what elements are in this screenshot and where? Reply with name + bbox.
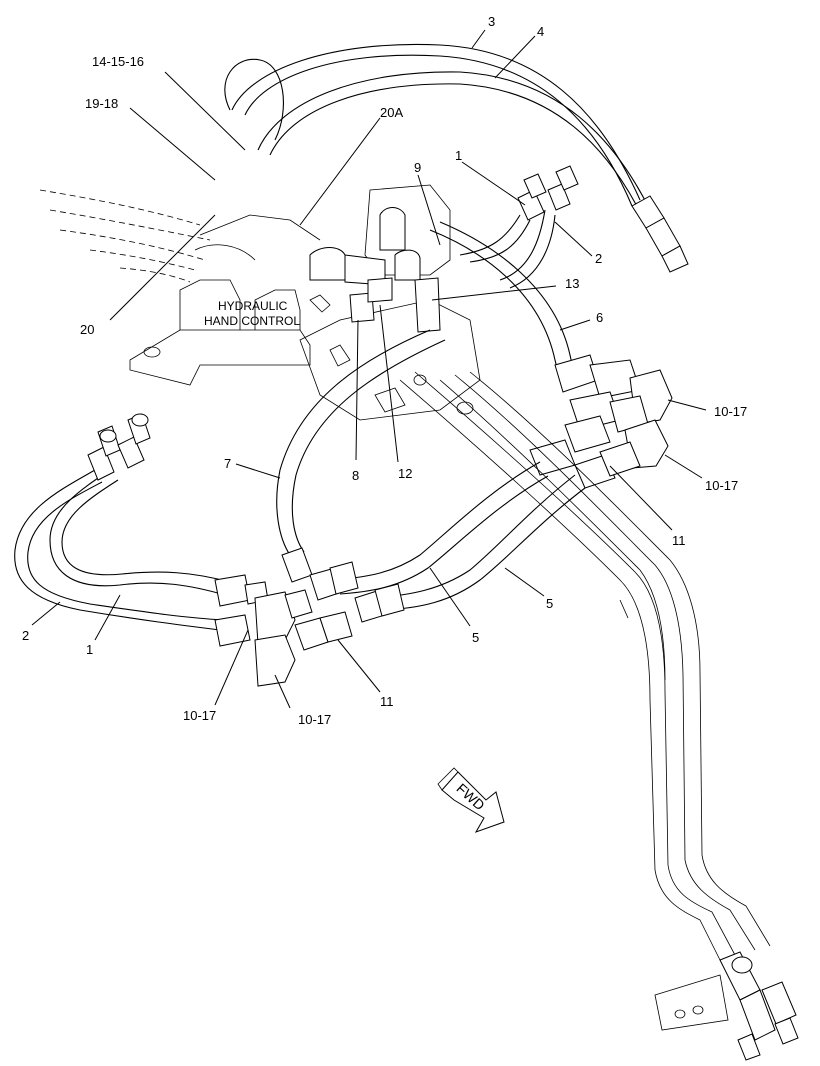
hydraulic-hand-control-note: HYDRAULIC HAND CONTROL xyxy=(204,299,300,328)
fitting-hose-3-4-end xyxy=(631,195,689,273)
callout-20A: 20A xyxy=(380,105,403,120)
callout-7: 7 xyxy=(224,456,231,471)
callout-10-17-bottom-right: 10-17 xyxy=(298,712,331,727)
fittings-left-lower xyxy=(214,547,405,687)
hose-3-4 xyxy=(224,43,651,217)
hose-7 xyxy=(276,329,446,556)
callout-19-18: 19-18 xyxy=(85,96,118,111)
callout-4: 4 xyxy=(537,24,544,39)
callout-14-15-16: 14-15-16 xyxy=(92,54,144,69)
callout-10-17-right-lower: 10-17 xyxy=(705,478,738,493)
fittings-right-upper xyxy=(529,354,673,489)
callout-2-left: 2 xyxy=(22,628,29,643)
callout-5-right: 5 xyxy=(546,596,553,611)
callout-6: 6 xyxy=(596,310,603,325)
callout-11-bottom: 11 xyxy=(380,694,394,709)
couplers-left-top xyxy=(87,413,151,481)
hand-control-bracket xyxy=(129,214,321,386)
tube-bundle-lower-right xyxy=(399,371,771,961)
callout-11-right: 11 xyxy=(672,533,686,548)
callout-20: 20 xyxy=(80,322,94,337)
callout-labels: 3 4 14-15-16 19-18 20A 9 1 2 13 6 20 10-… xyxy=(22,14,747,727)
callout-3: 3 xyxy=(488,14,495,29)
callout-1-left: 1 xyxy=(86,642,93,657)
callout-9: 9 xyxy=(414,160,421,175)
annotation-line-1: HYDRAULIC xyxy=(218,299,288,313)
callout-10-17-right-upper: 10-17 xyxy=(714,404,747,419)
hose-5 xyxy=(329,461,586,611)
callout-8: 8 xyxy=(352,468,359,483)
hose-1-2-top xyxy=(459,165,579,289)
wiring-bundle-left xyxy=(39,189,211,283)
callout-1-top: 1 xyxy=(455,148,462,163)
callout-10-17-bottom-left: 10-17 xyxy=(183,708,216,723)
annotation-line-2: HAND CONTROL xyxy=(204,314,300,328)
pilot-valve-assembly xyxy=(299,184,481,421)
hose-1-2-left xyxy=(14,469,231,631)
hose-6 xyxy=(429,221,576,381)
callout-5-middle: 5 xyxy=(472,630,479,645)
callout-13: 13 xyxy=(565,276,579,291)
leader-lines xyxy=(31,29,707,709)
bracket-bottom-right xyxy=(654,951,799,1061)
callout-12: 12 xyxy=(398,466,412,481)
callout-2-top: 2 xyxy=(595,251,602,266)
forward-direction-arrow: FWD xyxy=(437,767,505,833)
